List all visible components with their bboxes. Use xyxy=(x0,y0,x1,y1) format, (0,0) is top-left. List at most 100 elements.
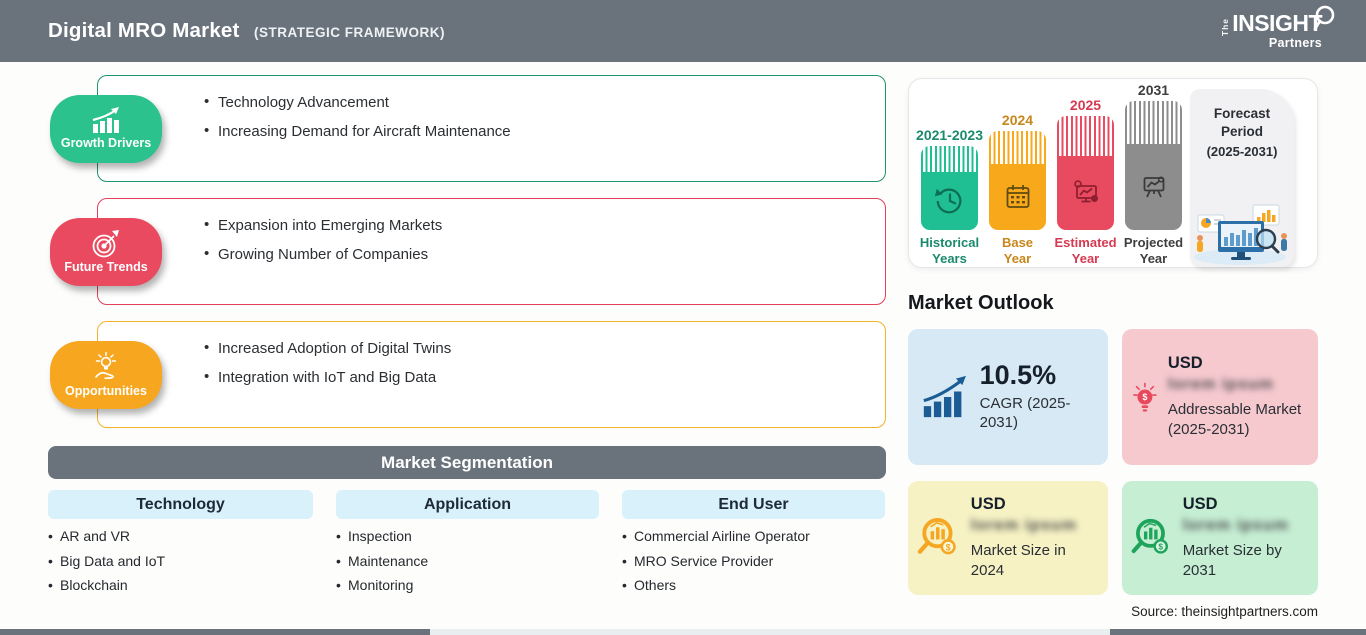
bullet-item: Increased Adoption of Digital Twins xyxy=(204,339,869,359)
logo-partners-text: Partners xyxy=(1268,36,1322,50)
future-trends-section: Expansion into Emerging Markets Growing … xyxy=(48,198,886,305)
logo-insight-text: INSIGHT xyxy=(1232,10,1322,36)
market-size-2024-card: $ USD lorem ipsum Market Size in 2024 xyxy=(908,481,1108,595)
header-bar: Digital MRO Market (STRATEGIC FRAMEWORK)… xyxy=(0,0,1366,62)
currency-label: USD xyxy=(1167,354,1203,373)
column-header: End User xyxy=(622,490,885,519)
addressable-market-card: $ USD lorem ipsum Addressable Market (20… xyxy=(1122,329,1318,465)
framework-column: Technology Advancement Increasing Demand… xyxy=(48,75,886,601)
historical-years-bar: 2021-2023 xyxy=(916,126,983,266)
forecast-range: (2025-2031) xyxy=(1206,144,1278,160)
pill-label: Growth Drivers xyxy=(60,136,152,150)
opportunities-pill: Opportunities xyxy=(50,340,162,409)
calendar-icon xyxy=(1006,184,1029,208)
source-attribution: Source: theinsightpartners.com xyxy=(1131,604,1318,619)
bar-stripes xyxy=(921,145,978,172)
growth-drivers-pill: Growth Drivers xyxy=(50,94,162,163)
year-label: 2031 xyxy=(1137,81,1170,98)
bar-caption: Historical xyxy=(919,234,980,250)
clock-history-icon xyxy=(934,188,961,213)
blurred-value: lorem ipsum xyxy=(970,517,1077,535)
segmentation-column-technology: Technology AR and VR Big Data and IoT Bl… xyxy=(48,490,313,601)
cagr-value: 10.5% xyxy=(979,359,1057,390)
opportunities-box: Increased Adoption of Digital Twins Inte… xyxy=(97,321,886,428)
year-label: 2025 xyxy=(1069,96,1102,113)
estimated-year-bar: 2025 xyxy=(1054,96,1117,266)
market-size-2031-card: $ USD lorem ipsum Market Size by 2031 xyxy=(1122,481,1318,595)
logo-the-text: The xyxy=(1220,18,1231,37)
year-label: 2021-2023 xyxy=(916,126,983,143)
growth-drivers-box: Technology Advancement Increasing Demand… xyxy=(97,75,886,182)
year-label: 2024 xyxy=(1001,111,1034,128)
dollar-bulb-icon: $ xyxy=(1133,382,1157,412)
segment-item: Monitoring xyxy=(336,576,599,594)
cagr-card: 10.5% CAGR (2025-2031) xyxy=(908,329,1108,465)
blurred-value: lorem ipsum xyxy=(1182,517,1289,535)
market-magnifier-green-icon: $ xyxy=(1131,518,1168,554)
forecast-title: Forecast xyxy=(1213,106,1271,121)
segment-item: Commercial Airline Operator xyxy=(622,527,885,545)
bar-stripes xyxy=(1057,115,1114,156)
projected-year-bar: 2031 xyxy=(1123,81,1184,266)
market-magnifier-orange-icon: $ xyxy=(917,518,956,555)
bullet-item: Expansion into Emerging Markets xyxy=(204,216,869,236)
card-label: Market Size by 2031 xyxy=(1182,542,1282,579)
column-header: Application xyxy=(336,490,599,519)
bar-caption: Base xyxy=(1001,234,1034,250)
page-title: Digital MRO Market xyxy=(48,19,240,42)
growth-drivers-section: Technology Advancement Increasing Demand… xyxy=(48,75,886,182)
segmentation-grid: Technology AR and VR Big Data and IoT Bl… xyxy=(48,490,886,601)
timeline-panel: 2021-2023 xyxy=(908,78,1318,268)
card-label: Market Size in 2024 xyxy=(970,542,1066,579)
forecast-illustration xyxy=(1194,204,1287,265)
bullet-item: Technology Advancement xyxy=(204,93,869,113)
bar-caption: Projected xyxy=(1123,234,1184,250)
blurred-value: lorem ipsum xyxy=(1167,376,1274,394)
market-outlook-cards: 10.5% CAGR (2025-2031) $ xyxy=(908,329,1318,595)
svg-text:$: $ xyxy=(1158,542,1163,552)
future-trends-box: Expansion into Emerging Markets Growing … xyxy=(97,198,886,305)
bottom-border-light-segment xyxy=(430,629,1110,635)
segmentation-column-application: Application Inspection Maintenance Monit… xyxy=(336,490,599,601)
bullet-item: Growing Number of Companies xyxy=(204,245,869,265)
future-trends-pill: Future Trends xyxy=(50,217,162,286)
segment-item: Inspection xyxy=(336,527,599,545)
base-year-bar: 2024 xyxy=(989,82,1046,268)
segment-item: Big Data and IoT xyxy=(48,552,313,570)
bottom-border-strip xyxy=(0,629,1366,635)
segment-item: Maintenance xyxy=(336,552,599,570)
segmentation-column-end-user: End User Commercial Airline Operator MRO… xyxy=(622,490,885,601)
right-column: 2021-2023 xyxy=(908,78,1318,619)
svg-text:$: $ xyxy=(946,542,951,552)
segment-item: MRO Service Provider xyxy=(622,552,885,570)
svg-text:$: $ xyxy=(1142,392,1147,402)
bar-stripes xyxy=(989,130,1046,164)
idea-hand-icon xyxy=(95,351,117,379)
bar-growth-icon xyxy=(923,375,966,418)
opportunities-section: Increased Adoption of Digital Twins Inte… xyxy=(48,321,886,428)
card-label: Addressable Market (2025-2031) xyxy=(1167,401,1302,438)
cagr-label: CAGR (2025-2031) xyxy=(979,394,1071,432)
pill-label: Opportunities xyxy=(65,383,147,398)
market-segmentation-bar: Market Segmentation xyxy=(48,446,886,479)
presentation-chart-icon xyxy=(1143,175,1164,197)
growth-chart-icon xyxy=(92,107,119,133)
bar-caption: Estimated xyxy=(1054,234,1117,250)
segment-item: Blockchain xyxy=(48,576,313,594)
target-dart-icon xyxy=(92,229,119,257)
bullet-item: Increasing Demand for Aircraft Maintenan… xyxy=(204,122,869,142)
currency-label: USD xyxy=(970,495,1006,514)
segmentation-title: Market Segmentation xyxy=(381,452,553,472)
header-titles: Digital MRO Market (STRATEGIC FRAMEWORK) xyxy=(48,19,445,43)
page-subtitle: (STRATEGIC FRAMEWORK) xyxy=(254,25,445,40)
magnifier-lens-icon xyxy=(1313,5,1335,31)
pill-label: Future Trends xyxy=(64,259,148,274)
forecast-period-panel: Forecast Period (2025-2031) xyxy=(1190,89,1294,267)
currency-label: USD xyxy=(1182,495,1218,514)
analysis-monitor-icon xyxy=(1073,179,1098,202)
column-header: Technology xyxy=(48,490,313,519)
bullet-item: Integration with IoT and Big Data xyxy=(204,368,869,388)
market-outlook-title: Market Outlook xyxy=(908,292,1054,314)
insight-partners-logo: The INSIGHT Partners xyxy=(1220,5,1336,50)
